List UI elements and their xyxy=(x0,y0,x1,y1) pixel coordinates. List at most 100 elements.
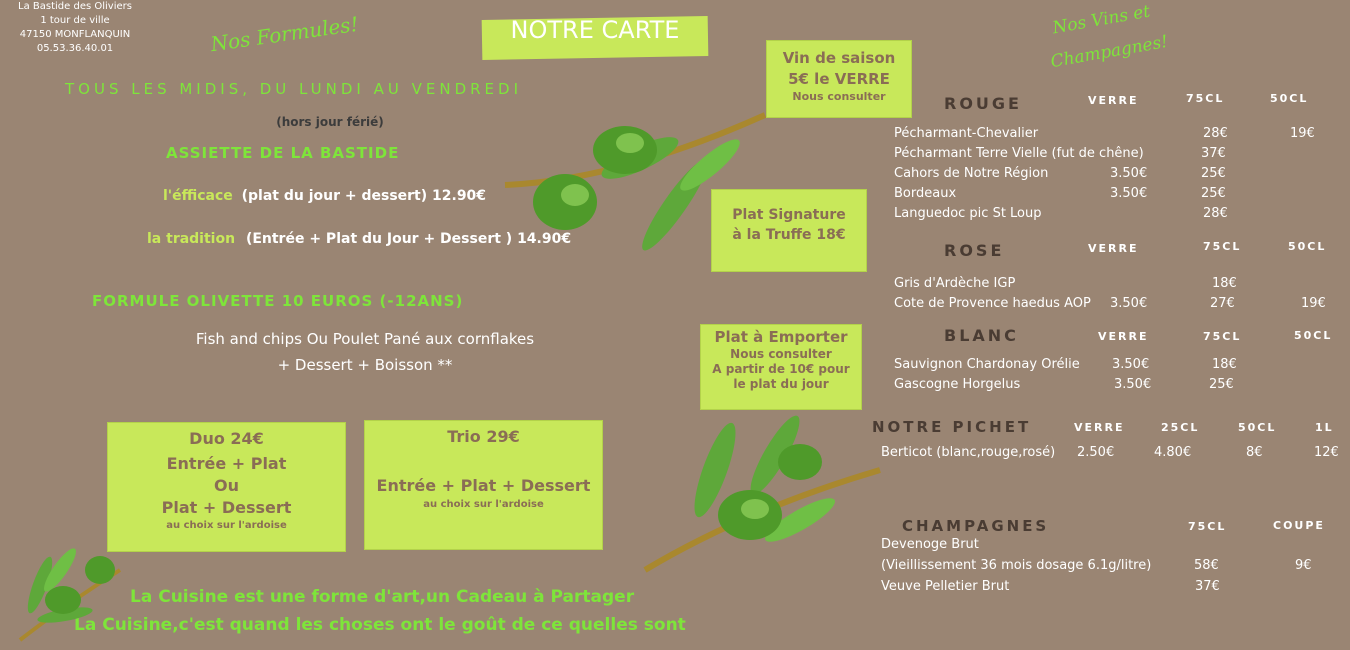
wine-name: Cahors de Notre Région xyxy=(894,166,1049,181)
vins-title-2: Champagnes! xyxy=(1049,31,1170,73)
rose-h-50: 50CL xyxy=(1288,240,1327,253)
rose-title: ROSE xyxy=(944,241,1005,260)
signature-box: Plat Signature à la Truffe 18€ xyxy=(711,189,867,272)
tradition-label: la tradition xyxy=(147,231,236,247)
vin-saison-box: Vin de saison 5€ le VERRE Nous consulter xyxy=(766,40,912,118)
address-line: La Bastide des Oliviers xyxy=(18,1,132,12)
pichet-title: NOTRE PICHET xyxy=(872,418,1032,436)
rouge-h-75: 75CL xyxy=(1186,92,1225,105)
emporter-1: Plat à Emporter xyxy=(714,328,848,346)
carte-title: NOTRE CARTE xyxy=(510,16,680,44)
wine-name: Berticot (blanc,rouge,rosé) xyxy=(881,445,1056,460)
olive-branch-icon xyxy=(643,415,881,573)
pichet-h-25: 25CL xyxy=(1161,421,1200,434)
tradition-line: la tradition (Entrée + Plat du Jour + De… xyxy=(147,231,571,247)
rouge-title: ROUGE xyxy=(944,94,1022,113)
wine-price: 3.50€ xyxy=(1114,377,1152,392)
champagnes-title: CHAMPAGNES xyxy=(902,517,1050,535)
wine-price: 8€ xyxy=(1246,445,1263,460)
champagnes-h-75: 75CL xyxy=(1188,520,1227,533)
rouge-h-50: 50CL xyxy=(1270,92,1309,105)
trio-line1: Entrée + Plat + Dessert xyxy=(376,476,591,495)
wine-price: 4.80€ xyxy=(1154,445,1192,460)
wine-name: Languedoc pic St Loup xyxy=(894,206,1042,221)
wine-name: Cote de Provence haedus AOP xyxy=(894,296,1091,311)
quote-line1: La Cuisine est une forme d'art,un Cadeau… xyxy=(130,587,635,607)
wine-name: Pécharmant Terre Vielle (fut de chêne) xyxy=(894,146,1144,161)
signature-1: Plat Signature xyxy=(732,207,846,223)
wine-name: Sauvignon Chardonay Orélie xyxy=(894,357,1080,372)
wine-price: 12€ xyxy=(1314,445,1339,460)
blanc-title: BLANC xyxy=(944,326,1019,345)
wine-name: (Vieillissement 36 mois dosage 6.1g/litr… xyxy=(881,558,1152,573)
efficace-line: l'éfficace (plat du jour + dessert) 12.9… xyxy=(163,188,486,204)
vin-saison-1: Vin de saison xyxy=(782,49,896,67)
wine-price: 19€ xyxy=(1290,126,1315,141)
wine-price: 3.50€ xyxy=(1110,166,1148,181)
pichet-h-50: 50CL xyxy=(1238,421,1277,434)
wine-price: 58€ xyxy=(1194,558,1219,573)
wine-name: Devenoge Brut xyxy=(881,537,979,552)
duo-line1: Entrée + Plat xyxy=(166,454,287,473)
tradition-text: (Entrée + Plat du Jour + Dessert ) 14.90… xyxy=(245,231,572,247)
emporter-4: le plat du jour xyxy=(733,377,829,391)
duo-line3: Plat + Dessert xyxy=(161,498,292,517)
duo-note: au choix sur l'ardoise xyxy=(166,520,287,531)
wine-price: 25€ xyxy=(1201,166,1226,181)
wine-row: Pécharmant-Chevalier xyxy=(894,126,1038,141)
wine-price: 3.50€ xyxy=(1110,296,1148,311)
emporter-2: Nous consulter xyxy=(730,347,832,361)
trio-title: Trio 29€ xyxy=(447,427,520,446)
trio-note: au choix sur l'ardoise xyxy=(423,499,544,510)
vin-saison-2: 5€ le VERRE xyxy=(788,70,890,88)
rose-h-75: 75CL xyxy=(1203,240,1242,253)
wine-price: 27€ xyxy=(1210,296,1235,311)
efficace-text: (plat du jour + dessert) 12.90€ xyxy=(241,188,487,204)
pichet-h-1l: 1L xyxy=(1315,421,1334,434)
vins-title-1: Nos Vins et xyxy=(1051,1,1152,39)
duo-box: Duo 24€ Entrée + Plat Ou Plat + Dessert … xyxy=(107,422,346,552)
address-line: 1 tour de ville xyxy=(40,15,110,26)
wine-price: 28€ xyxy=(1203,206,1228,221)
olivette-line1: Fish and chips Ou Poulet Pané aux cornfl… xyxy=(195,330,535,348)
wine-name: Pécharmant-Chevalier xyxy=(894,126,1039,141)
olive-branch-icon xyxy=(504,112,767,251)
rouge-h-verre: VERRE xyxy=(1088,94,1139,107)
wine-price: 9€ xyxy=(1295,558,1312,573)
wine-price: 18€ xyxy=(1212,276,1237,291)
ferie-text: (hors jour férié) xyxy=(276,115,384,129)
champagnes-h-coupe: COUPE xyxy=(1273,519,1325,532)
olivette-title: FORMULE OLIVETTE 10 EUROS (-12ANS) xyxy=(92,292,464,310)
wine-name: Veuve Pelletier Brut xyxy=(881,579,1010,594)
blanc-h-50: 50CL xyxy=(1294,329,1333,342)
duo-title: Duo 24€ xyxy=(189,429,264,448)
wine-price: 25€ xyxy=(1209,377,1234,392)
wine-price: 2.50€ xyxy=(1077,445,1115,460)
formules-title: Nos Formules! xyxy=(209,11,360,57)
blanc-h-verre: VERRE xyxy=(1098,330,1149,343)
olive-branch-icon xyxy=(18,548,122,642)
pichet-h-verre: VERRE xyxy=(1074,421,1125,434)
wine-name: Bordeaux xyxy=(894,186,957,201)
wine-price: 3.50€ xyxy=(1110,186,1148,201)
wine-price: 37€ xyxy=(1195,579,1220,594)
signature-2: à la Truffe 18€ xyxy=(732,227,846,243)
efficace-label: l'éfficace xyxy=(163,188,233,204)
vin-saison-3: Nous consulter xyxy=(792,90,886,103)
trio-box: Trio 29€ Entrée + Plat + Dessert au choi… xyxy=(364,420,603,550)
quote-line2: La Cuisine,c'est quand les choses ont le… xyxy=(74,615,686,635)
emporter-box: Plat à Emporter Nous consulter A partir … xyxy=(700,324,862,410)
duo-line2: Ou xyxy=(214,476,239,495)
address-line: 05.53.36.40.01 xyxy=(36,43,114,54)
wine-price: 28€ xyxy=(1203,126,1228,141)
wine-price: 3.50€ xyxy=(1112,357,1150,372)
wine-price: 18€ xyxy=(1212,357,1237,372)
wine-name: Gascogne Horgelus xyxy=(894,377,1021,392)
midis-text: TOUS LES MIDIS, DU LUNDI AU VENDREDI xyxy=(65,80,523,98)
assiette-title: ASSIETTE DE LA BASTIDE xyxy=(166,144,400,162)
wine-name: Gris d'Ardèche IGP xyxy=(894,276,1016,291)
emporter-3: A partir de 10€ pour xyxy=(712,362,850,376)
rose-h-verre: VERRE xyxy=(1088,242,1139,255)
address-line: 47150 MONFLANQUIN xyxy=(19,29,131,40)
blanc-h-75: 75CL xyxy=(1203,330,1242,343)
